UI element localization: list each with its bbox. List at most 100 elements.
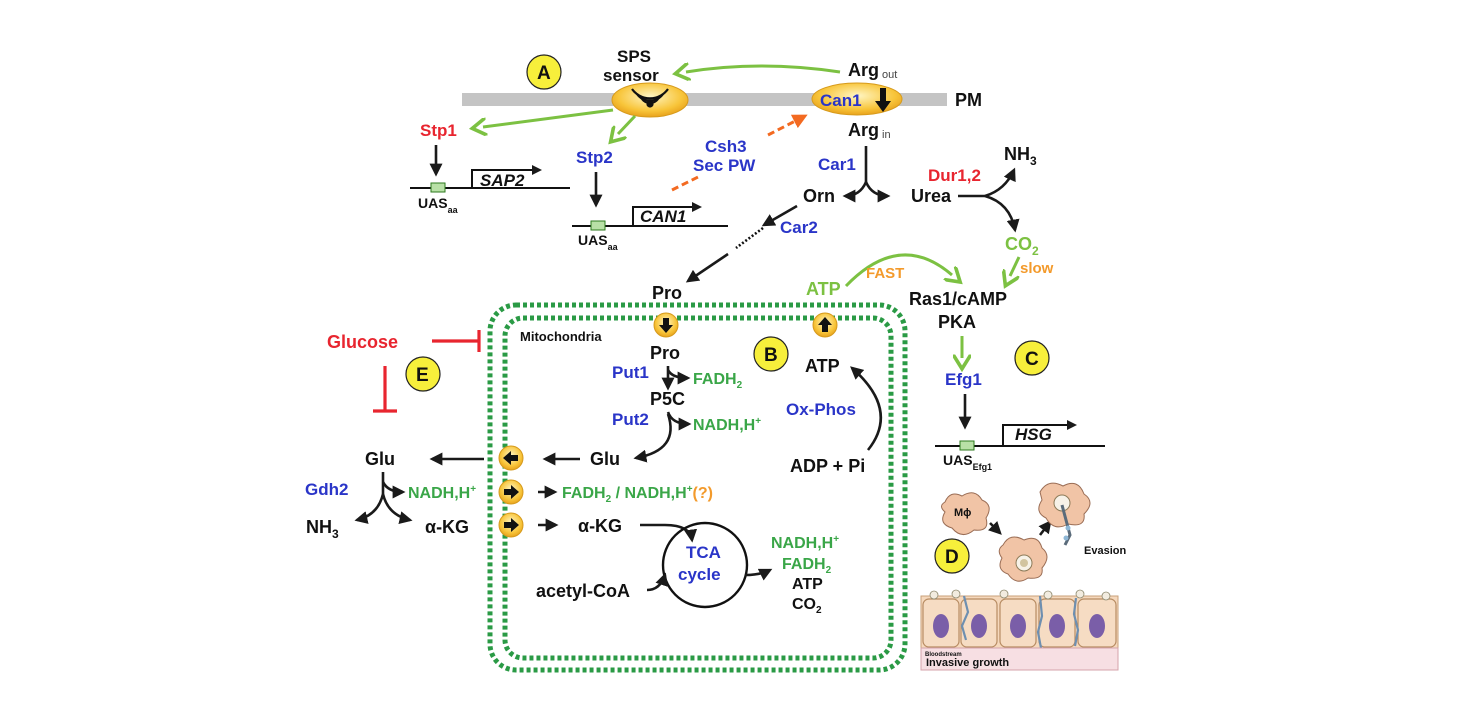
tca-label-1: TCA: [686, 543, 721, 562]
stp2-label: Stp2: [576, 148, 613, 167]
fast-label: FAST: [866, 265, 904, 282]
to-pro-arrow: [685, 252, 729, 283]
evasion-macrophage-icon: [1038, 482, 1091, 546]
hsg-uas-box: [959, 440, 975, 451]
split-to-orn-arrow: [842, 181, 868, 203]
p5c-label: P5C: [650, 389, 685, 409]
pro-cyto-label: Pro: [652, 283, 682, 303]
orn-to-car2-arrow: [761, 204, 798, 227]
svg-text:E: E: [416, 365, 429, 386]
can1-promoter: [632, 202, 702, 226]
pro-mito-label: Pro: [650, 343, 680, 363]
glu-mito-label: Glu: [590, 449, 620, 469]
sps-label-1: SPS: [617, 47, 651, 66]
atp-mito-label: ATP: [805, 356, 840, 376]
tca-nadh: NADH,H+: [771, 534, 839, 552]
hsg-uas-label: UASEfg1: [943, 452, 992, 472]
sap2-uas-label: UASaa: [418, 195, 459, 215]
wireless-icon: [631, 88, 669, 108]
tca-cycle-circle: [661, 521, 749, 609]
akg-cyto-label: α-KG: [425, 517, 469, 537]
sps-label-2: sensor: [603, 66, 659, 85]
split-to-urea-arrow: [864, 181, 891, 203]
can1-gene: CAN1: [640, 207, 686, 226]
pro-import-transporter-icon: [653, 312, 679, 338]
akg-to-tca-arrow: [640, 523, 698, 543]
split-to-co2-arrow: [984, 194, 1020, 233]
engulf-to-evasion-arrow: [1038, 519, 1052, 536]
nadh-transporter-icon: [498, 479, 524, 505]
svg-text:B: B: [764, 345, 778, 366]
atp-cyto-label: ATP: [806, 279, 841, 299]
car1-label: Car1: [818, 155, 856, 174]
panel-badge-d: D: [934, 538, 970, 574]
hsg-gene: HSG: [1015, 425, 1052, 444]
split-to-nh3-arrow: [984, 167, 1016, 198]
urea-label: Urea: [911, 186, 952, 206]
oxphos-arrow: [850, 366, 882, 451]
car2-label: Car2: [780, 218, 818, 237]
glu-cyto-label: Glu: [365, 449, 395, 469]
tca-label-2: cycle: [678, 565, 721, 584]
mphi-label: Mϕ: [954, 507, 971, 519]
glu-to-nh3-arrow: [354, 493, 385, 524]
adp-label: ADP + Pi: [790, 456, 865, 476]
panel-badge-e: E: [405, 356, 441, 392]
p5c-to-glu-arrow: [633, 413, 672, 463]
gdh2-label: Gdh2: [305, 480, 348, 499]
svg-text:A: A: [537, 63, 551, 84]
panel-badge-a: A: [526, 54, 562, 90]
pm-label: PM: [955, 90, 982, 110]
sps-to-stp2-arrow: [618, 114, 637, 134]
can1-uas-label: UASaa: [578, 232, 619, 252]
co2-label: CO2: [1005, 234, 1039, 258]
mphi-to-engulf-arrow: [988, 521, 1002, 535]
sap2-gene: SAP2: [480, 171, 525, 190]
atp-to-ras-arrow: [844, 253, 952, 288]
put2-label: Put2: [612, 410, 649, 429]
mitochondria-label: Mitochondria: [520, 329, 602, 344]
panel-badge-c: C: [1014, 340, 1050, 376]
stp1-label: Stp1: [420, 121, 457, 140]
sps-to-stp1-arrow: [483, 108, 614, 127]
engulfing-macrophage-icon: [998, 536, 1048, 582]
dur-label: Dur1,2: [928, 166, 981, 185]
svg-text:C: C: [1025, 349, 1039, 370]
atp-export-transporter-icon: [812, 312, 838, 338]
mitochondrion-outer: [487, 302, 908, 673]
can1-uas-box: [590, 220, 606, 231]
can1-down-arrow-icon: [875, 88, 891, 112]
gdh-nadh-arrow: [381, 481, 406, 499]
trafficking-dashed-arrow: [671, 116, 805, 192]
orn-label: Orn: [803, 186, 835, 206]
gdh-nadh-label: NADH,H+: [408, 484, 476, 502]
epithelium-tissue: [920, 589, 1119, 671]
glu-to-akg-arrow: [381, 493, 413, 525]
glu-export-transporter-icon: [498, 445, 524, 471]
glucose-label: Glucose: [327, 332, 398, 352]
oxphos-label: Ox-Phos: [786, 400, 856, 419]
panel-badge-b: B: [753, 336, 789, 372]
tca-atp: ATP: [792, 576, 823, 593]
bloodstream-label: Bloodstream: [925, 652, 962, 658]
car2-dotted-line: [735, 226, 764, 250]
can1-label: Can1: [820, 91, 862, 110]
secpw-label: Sec PW: [693, 156, 756, 175]
pka-label: PKA: [938, 312, 976, 332]
put1-label: Put1: [612, 363, 649, 382]
svg-text:D: D: [945, 547, 959, 568]
sap2-uas-box: [430, 182, 446, 193]
invasive-growth-label: Invasive growth: [926, 657, 1009, 669]
nh3-top-label: NH3: [1004, 144, 1037, 168]
nh3-left-label: NH3: [306, 517, 339, 541]
co2-to-ras-arrow: [1010, 256, 1021, 276]
evasion-label: Evasion: [1084, 545, 1126, 557]
macrophage-cell-icon: [941, 492, 990, 535]
fadh2-put1: FADH2: [693, 371, 743, 391]
csh3-label: Csh3: [705, 137, 747, 156]
acetyl-coa-label: acetyl-CoA: [536, 581, 630, 601]
tca-output-arrow: [744, 568, 773, 581]
